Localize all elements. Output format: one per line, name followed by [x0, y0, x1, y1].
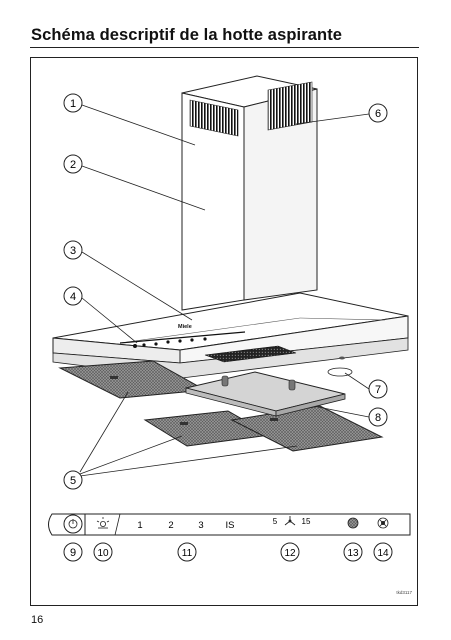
svg-text:3: 3 [70, 245, 76, 257]
power-icon [68, 519, 78, 529]
timer-15: 15 [302, 517, 311, 526]
svg-text:9: 9 [70, 547, 76, 559]
odour-filter [185, 367, 353, 417]
fan-level-2: 2 [168, 520, 173, 531]
brand-label: Miele [178, 324, 192, 330]
svg-text:5: 5 [70, 475, 76, 487]
control-panel-outline [48, 513, 411, 536]
callout-7: 7 [368, 379, 388, 399]
chimney [181, 75, 318, 311]
svg-text:10: 10 [97, 548, 109, 559]
callout-13: 13 [343, 542, 363, 562]
svg-text:14: 14 [377, 548, 389, 559]
figure-frame [30, 57, 418, 606]
svg-text:13: 13 [347, 548, 359, 559]
callout-14: 14 [373, 542, 393, 562]
fan-icon [284, 516, 296, 526]
light-icon [96, 517, 110, 529]
callout-6: 6 [368, 103, 388, 123]
callout-9: 9 [63, 542, 83, 562]
callout-3: 3 [63, 240, 83, 260]
control-strip [119, 331, 246, 348]
svg-text:11: 11 [182, 548, 193, 559]
leader-lines [79, 104, 370, 477]
svg-text:4: 4 [70, 291, 76, 303]
grease-grid-top [204, 345, 297, 363]
svg-text:7: 7 [375, 384, 381, 396]
svg-text:6: 6 [375, 108, 381, 120]
callout-1: 1 [63, 93, 83, 113]
callout-11: 11 [177, 542, 197, 562]
grease-filters [58, 360, 384, 452]
fan-level-3: 3 [198, 520, 203, 531]
svg-text:8: 8 [375, 412, 381, 424]
callout-10: 10 [93, 542, 113, 562]
callout-2: 2 [63, 154, 83, 174]
svg-text:2: 2 [70, 159, 76, 171]
title-rule [30, 47, 419, 48]
grease-filter-right [230, 405, 384, 452]
intensive-level: IS [226, 520, 235, 531]
odour-filter-icon [377, 517, 389, 529]
callout-12: 12 [280, 542, 300, 562]
callout-5: 5 [63, 470, 83, 490]
page-number: 16 [31, 614, 44, 626]
figure-reference: tkd3117 [396, 590, 412, 595]
timer-5: 5 [273, 517, 278, 526]
fan-level-1: 1 [137, 520, 142, 531]
callout-8: 8 [368, 407, 388, 427]
chimney-vent-front [189, 99, 239, 137]
grease-filter-icon [347, 517, 359, 529]
svg-text:tkd3117: tkd3117 [396, 590, 412, 595]
page-title: Schéma descriptif de la hotte aspirante [31, 26, 343, 44]
odour-filter-side [275, 393, 346, 417]
svg-text:1: 1 [70, 98, 76, 110]
control-panel: 1 2 3 IS 5 15 [48, 513, 411, 536]
svg-text:12: 12 [284, 548, 296, 559]
callout-4: 4 [63, 286, 83, 306]
